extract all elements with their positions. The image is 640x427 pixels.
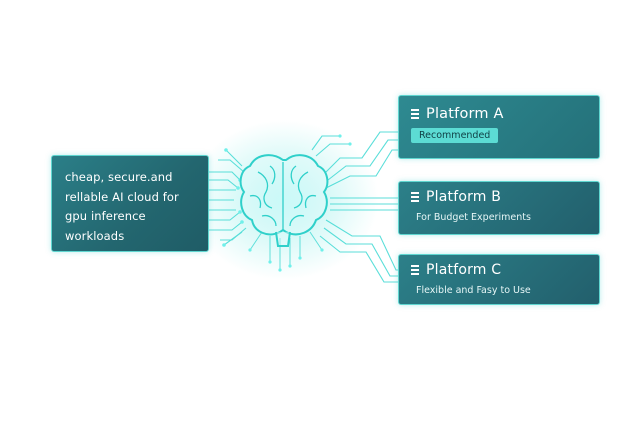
circuit-traces-right: [311, 131, 398, 283]
menu-icon: [411, 192, 419, 202]
platform-card-c[interactable]: Platform C Flexible and Fasy to Use: [398, 254, 600, 305]
query-line-4: workloads: [65, 228, 125, 243]
query-line-2: rellable AI cloud for: [65, 189, 179, 204]
menu-icon: [411, 265, 419, 275]
circuit-traces-bottom: [249, 231, 323, 270]
platform-card-b[interactable]: Platform B For Budget Experiments: [398, 181, 600, 235]
platform-subtitle: For Budget Experiments: [416, 212, 531, 223]
platform-name: Platform C: [426, 262, 502, 278]
brain-stem: [275, 231, 291, 247]
platform-name: Platform B: [426, 189, 502, 205]
circuit-traces-left: [209, 149, 247, 246]
platform-name: Platform A: [426, 106, 504, 122]
recommended-badge: Recommended: [411, 128, 499, 143]
query-card: cheap, secure.and rellable AI cloud for …: [51, 155, 209, 252]
brain-folds: [249, 162, 317, 230]
platform-card-a[interactable]: Platform A Recommended: [398, 95, 600, 159]
query-line-3: gpu inference: [65, 209, 146, 223]
query-line-1: cheap, secure.and: [65, 170, 173, 184]
platform-subtitle: Flexible and Fasy to Use: [416, 285, 531, 296]
menu-icon: [411, 109, 419, 119]
brain-shape: [239, 154, 329, 236]
